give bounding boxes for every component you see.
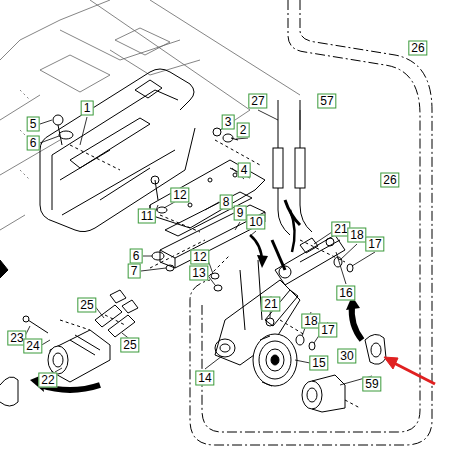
callout-number: 25	[77, 298, 96, 313]
callout-number: 4	[238, 163, 251, 178]
callout-number: 12	[190, 250, 209, 265]
callout-number: 25	[120, 338, 139, 353]
callout-number: 26	[408, 41, 427, 56]
callout-number: 15	[309, 356, 328, 371]
callout-number: 5	[27, 117, 40, 132]
callout-number: 8	[220, 195, 233, 210]
callout-number: 16	[336, 286, 355, 301]
callout-number: 57	[317, 94, 336, 109]
callout-number: 17	[318, 323, 337, 338]
callout-number: 6	[27, 136, 40, 151]
callout-number: 22	[38, 373, 57, 388]
callout-number: 9	[234, 206, 247, 221]
callout-number: 2	[237, 123, 250, 138]
callout-number: 7	[128, 264, 141, 279]
callout-number: 30	[337, 349, 356, 364]
callout-number: 27	[248, 94, 267, 109]
callout-number: 21	[261, 297, 280, 312]
callout-number: 26	[380, 173, 399, 188]
callout-number: 14	[195, 371, 214, 386]
callout-number: 6	[130, 249, 143, 264]
callout-number: 11	[138, 209, 156, 224]
callout-number: 59	[362, 377, 381, 392]
callout-number: 18	[347, 228, 366, 243]
callout-number: 12	[170, 188, 189, 203]
callout-number: 17	[365, 237, 384, 252]
callout-number: 24	[23, 339, 42, 354]
callout-number: 1	[81, 101, 94, 116]
callout-number: 10	[246, 215, 265, 230]
callout-number: 13	[189, 266, 208, 281]
callout-number: 3	[222, 115, 235, 130]
